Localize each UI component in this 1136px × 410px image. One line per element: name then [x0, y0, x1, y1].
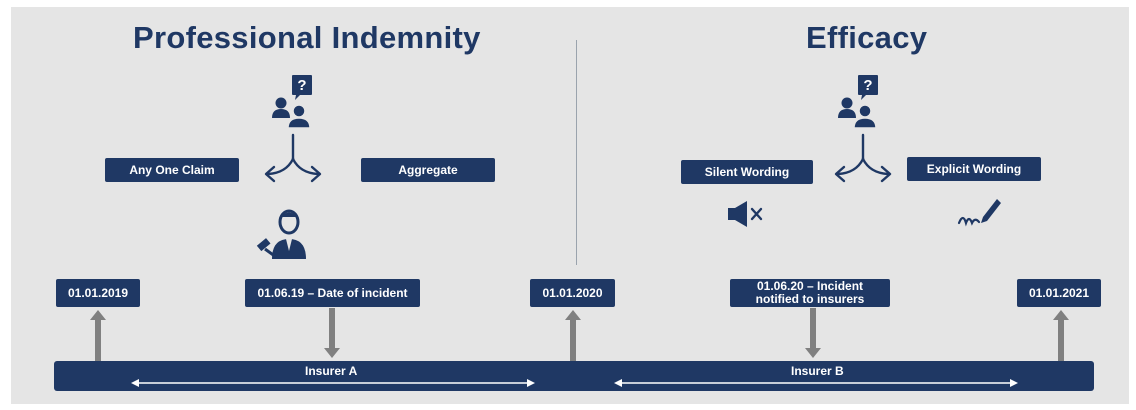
explicit-wording-box: Explicit Wording — [907, 157, 1041, 181]
arrow-down-incident — [324, 308, 340, 358]
date-box-2021: 01.01.2021 — [1017, 279, 1101, 307]
insurer-b-label: Insurer B — [791, 364, 844, 378]
title-professional-indemnity: Professional Indemnity — [133, 20, 481, 55]
arrow-up-2020 — [565, 310, 581, 362]
svg-text:?: ? — [297, 77, 306, 94]
arrow-up-2021 — [1053, 310, 1069, 362]
insurer-a-label: Insurer A — [305, 364, 358, 378]
arrow-down-notified — [805, 308, 821, 358]
split-arrow-icon — [264, 133, 322, 183]
date-box-2020: 01.01.2020 — [530, 279, 615, 307]
silent-wording-box: Silent Wording — [681, 160, 813, 184]
insurer-a-span-arrow — [131, 379, 535, 387]
arrow-up-2019 — [90, 310, 106, 362]
date-box-notified: 01.06.20 – Incident notified to insurers — [730, 279, 890, 307]
speaker-mute-icon — [728, 201, 763, 227]
title-efficacy: Efficacy — [806, 20, 928, 55]
split-arrow-icon — [834, 133, 892, 183]
timeline-bar — [54, 361, 1094, 391]
judge-gavel-icon — [256, 209, 306, 259]
people-question-icon: ? — [838, 75, 878, 129]
aggregate-box: Aggregate — [361, 158, 495, 182]
section-divider — [576, 40, 577, 265]
signature-pen-icon — [957, 199, 1001, 227]
people-question-icon: ? — [272, 75, 312, 129]
any-one-claim-box: Any One Claim — [105, 158, 239, 182]
svg-text:?: ? — [863, 77, 872, 94]
insurer-b-span-arrow — [614, 379, 1018, 387]
date-box-2019: 01.01.2019 — [56, 279, 140, 307]
date-box-incident: 01.06.19 – Date of incident — [245, 279, 420, 307]
